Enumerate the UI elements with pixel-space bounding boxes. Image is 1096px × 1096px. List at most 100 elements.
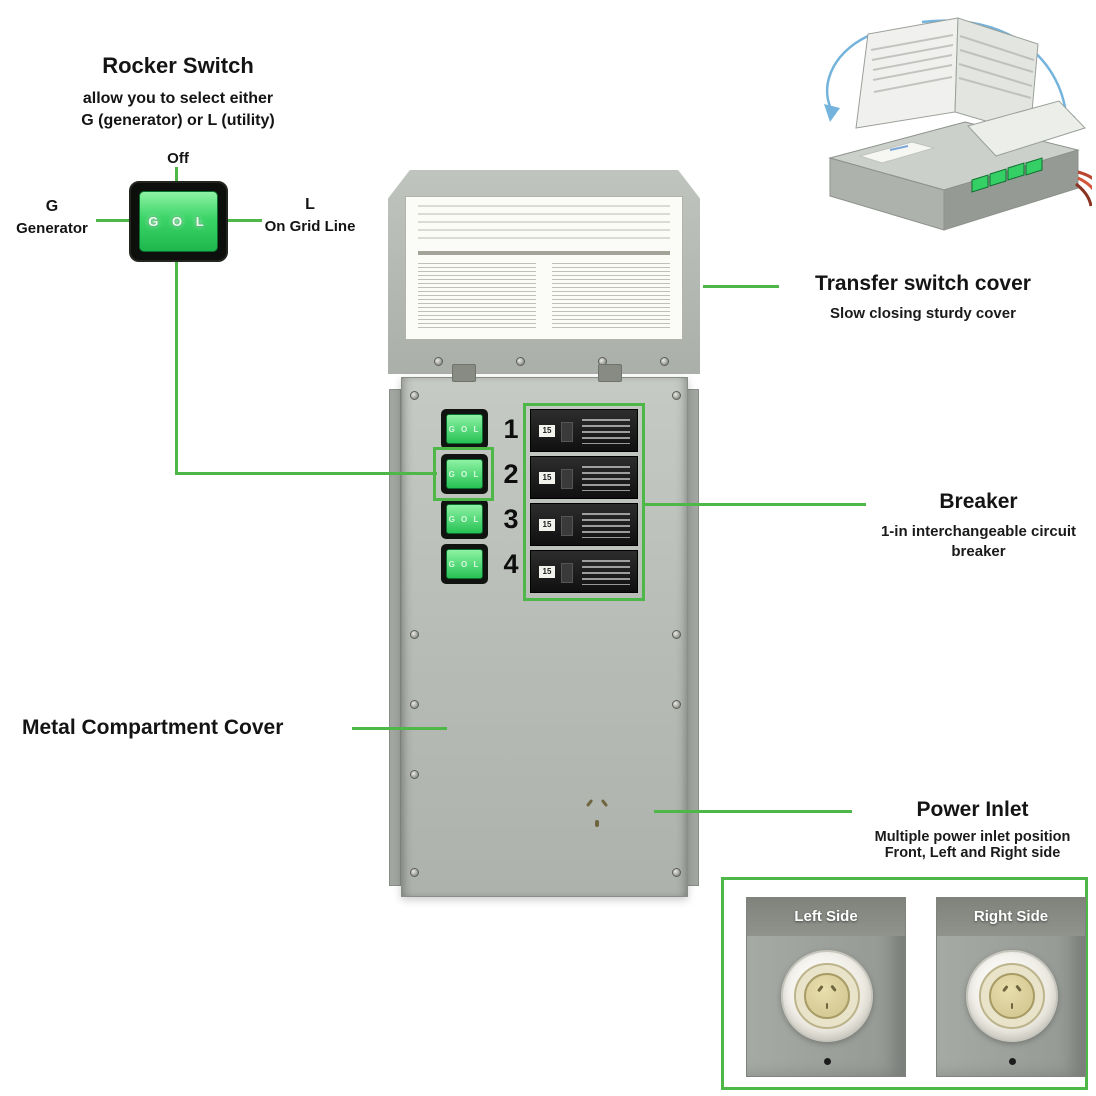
breaker-toggle (561, 422, 573, 442)
inlet-pin (1010, 1002, 1014, 1009)
body-screw (410, 770, 419, 779)
unit-rocker-3-letters: G O L (448, 514, 481, 524)
inlet-pin (830, 985, 837, 992)
side-views-inset: Left Side Right Side (721, 877, 1088, 1090)
body-screw (410, 391, 419, 400)
switch-2-highlight-box (433, 447, 494, 501)
breaker-toggle (561, 516, 573, 536)
breaker-amp-label: 15 (539, 519, 555, 531)
transfer-switch-cover (388, 170, 700, 374)
inlet-pin (817, 985, 824, 992)
rocker-switch-desc-line2: G (generator) or L (utility) (81, 112, 275, 130)
circuit-number-3: 3 (503, 504, 519, 534)
cover-screw (434, 357, 443, 366)
left-side-power-inlet (781, 950, 873, 1042)
breaker-amp-label: 15 (539, 472, 555, 484)
panel-screw-dot (824, 1058, 831, 1065)
cover-instruction-labels (405, 196, 683, 340)
rocker-switch-button: G O L (139, 191, 218, 252)
circuit-breaker: 15 (530, 409, 638, 452)
circuit-breaker: 15 (530, 503, 638, 546)
unit-rocker-1-button: G O L (446, 414, 483, 444)
breaker-callout: Breaker 1-in interchangeable circuit bre… (866, 490, 1091, 563)
breaker-title: Breaker (939, 490, 1018, 513)
label-text-block-top (418, 205, 670, 243)
body-screw (672, 700, 681, 709)
breaker-subtitle: 1-in interchangeable circuit breaker (880, 523, 1077, 561)
callout-line-grid (228, 219, 262, 222)
inlet-pin (1002, 985, 1009, 992)
right-side-power-inlet (966, 950, 1058, 1042)
cover-screw (516, 357, 525, 366)
inlet-pin (825, 1002, 829, 1009)
left-panel-top-band (747, 898, 905, 936)
callout-line-off (175, 167, 178, 181)
unit-rocker-4-letters: G O L (448, 559, 481, 569)
circuit-breaker: 15 (530, 550, 638, 593)
circuit-number-1: 1 (503, 414, 519, 444)
rocker-switch-description: allow you to select either G (generator)… (28, 88, 328, 133)
rocker-switch-title: Rocker Switch (102, 53, 254, 78)
unit-rocker-2-button: G O L (446, 459, 483, 489)
generator-letter: G (45, 198, 59, 215)
callout-line-rocker-vertical (175, 262, 178, 472)
panel-screw-dot (1009, 1058, 1016, 1065)
callout-line-metal-cover (352, 727, 447, 730)
power-inlet-subtitle-line2: Front, Left and Right side (884, 845, 1061, 861)
breaker-amp-label: 15 (539, 566, 555, 578)
unit-rocker-switch-1: G O L (441, 409, 488, 449)
power-inlet-callout: Power Inlet Multiple power inlet positio… (845, 798, 1096, 861)
circuit-breaker: 15 (530, 456, 638, 499)
unit-rocker-switch-3: G O L (441, 499, 488, 539)
callout-line-breaker (645, 503, 866, 506)
rocker-switch-diagram: G O L (129, 181, 228, 262)
right-panel-top-band (937, 898, 1085, 936)
unit-rocker-4-button: G O L (446, 549, 483, 579)
unit-rocker-2-letters: G O L (448, 469, 481, 479)
breaker-label-text (582, 560, 630, 585)
mounting-flange-left (389, 389, 401, 886)
rocker-letters: G O L (148, 214, 209, 229)
transfer-cover-callout: Transfer switch cover Slow closing sturd… (778, 272, 1068, 322)
unit-rocker-3-button: G O L (446, 504, 483, 534)
cover-hinge (598, 364, 622, 382)
breaker-toggle (561, 469, 573, 489)
unit-rocker-switch-2: G O L (441, 454, 488, 494)
transfer-cover-title: Transfer switch cover (815, 272, 1031, 295)
power-inlet-subtitle-line1: Multiple power inlet position (874, 829, 1071, 845)
grid-words: On Grid Line (264, 218, 356, 235)
transfer-switch-open-illustration (824, 17, 1092, 231)
rocker-switch-desc-line1: allow you to select either (82, 90, 274, 107)
left-side-label: Left Side (794, 908, 858, 925)
unit-rocker-switch-4: G O L (441, 544, 488, 584)
breaker-label-text (582, 466, 630, 491)
body-screw (672, 391, 681, 400)
body-screw (410, 868, 419, 877)
cover-screw (660, 357, 669, 366)
callout-line-rocker-horizontal (175, 472, 437, 475)
breaker-toggle (561, 563, 573, 583)
generator-word: Generator (16, 220, 88, 237)
circuit-number-4: 4 (503, 549, 519, 579)
breaker-label-text (582, 419, 630, 444)
callout-line-generator (96, 219, 129, 222)
body-screw (410, 700, 419, 709)
label-heading-rule (418, 251, 670, 255)
circuit-breaker-stack: 15 15 15 15 (530, 409, 638, 595)
body-screw (672, 868, 681, 877)
right-side-label: Right Side (973, 908, 1049, 925)
circuit-number-2: 2 (503, 459, 519, 489)
breaker-amp-label: 15 (539, 425, 555, 437)
right-side-panel: Right Side (936, 897, 1086, 1077)
body-screw (410, 630, 419, 639)
left-inlet-face (804, 973, 850, 1019)
cover-hinge (452, 364, 476, 382)
metal-cover-title: Metal Compartment Cover (22, 716, 284, 739)
unit-rocker-1-letters: G O L (448, 424, 481, 434)
left-side-panel: Left Side (746, 897, 906, 1077)
callout-line-transfer-cover (703, 285, 779, 288)
breaker-label-text (582, 513, 630, 538)
callout-line-power-inlet (654, 810, 852, 813)
grid-letter: L (305, 196, 315, 213)
